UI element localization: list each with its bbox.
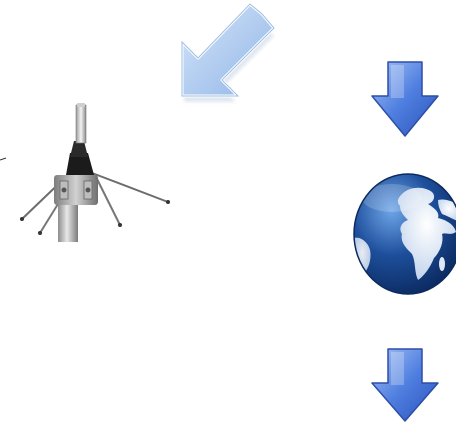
down-arrow-top-icon bbox=[370, 58, 440, 138]
ground-plane-antenna-icon bbox=[0, 95, 175, 245]
diagonal-arrow-icon bbox=[160, 0, 285, 125]
down-arrow-bottom-icon bbox=[370, 345, 440, 423]
globe-icon bbox=[350, 172, 456, 296]
